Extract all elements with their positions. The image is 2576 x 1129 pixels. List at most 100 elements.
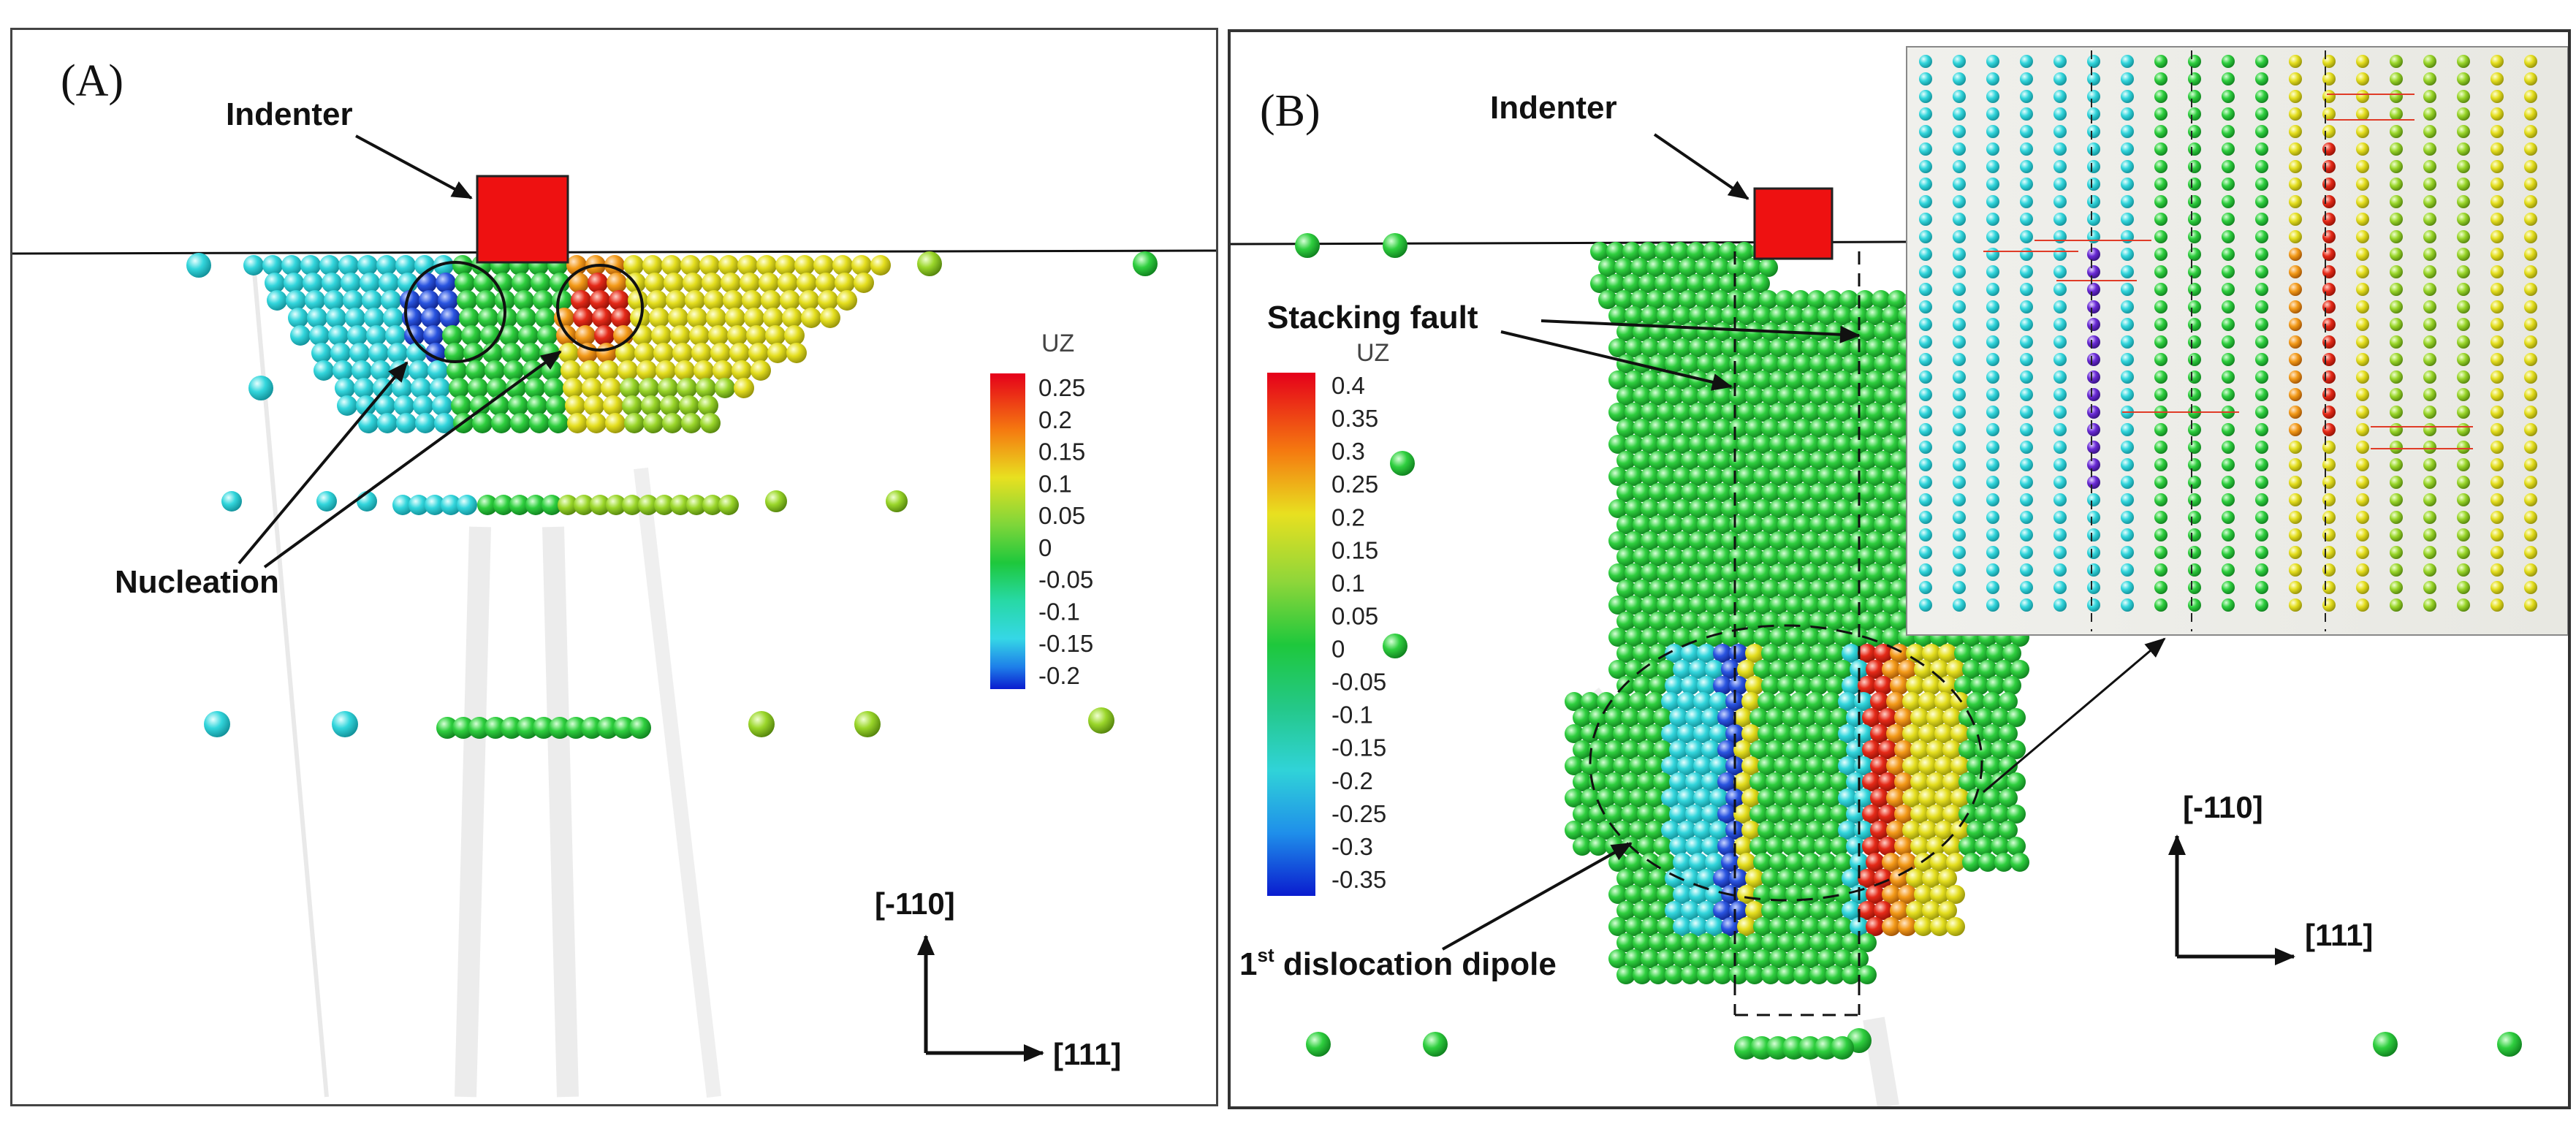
atom <box>613 717 635 739</box>
atom <box>1882 403 1901 422</box>
atom <box>1782 708 1801 727</box>
atom <box>2356 598 2369 612</box>
atom <box>820 308 840 328</box>
atom <box>2154 546 2167 559</box>
atom <box>1838 724 1857 743</box>
atom <box>2121 300 2134 313</box>
atom <box>1950 724 1969 743</box>
atom <box>1953 318 1966 331</box>
atom <box>2390 353 2403 366</box>
atom <box>2053 528 2067 541</box>
atom <box>1638 274 1657 293</box>
atom <box>1616 547 1635 566</box>
atom <box>506 378 526 398</box>
atom <box>1834 596 1853 615</box>
atom <box>1991 837 2010 856</box>
atom <box>1801 499 1820 518</box>
atom <box>727 325 748 346</box>
atom <box>737 255 758 275</box>
atom <box>763 308 783 328</box>
orientation-axes-a: [-110] [111] <box>875 886 1121 1071</box>
atom <box>2423 441 2436 454</box>
atom <box>1753 306 1772 325</box>
atom <box>702 273 722 293</box>
atom <box>2087 125 2100 138</box>
atom <box>2121 72 2134 85</box>
atom <box>2188 248 2201 261</box>
atom <box>2356 90 2369 103</box>
atom <box>2356 213 2369 226</box>
atom <box>1890 901 1909 920</box>
atom <box>1761 547 1780 566</box>
atom <box>305 290 325 311</box>
atom <box>2087 370 2100 384</box>
atom <box>1866 467 1885 486</box>
atom <box>1834 917 1853 936</box>
atom <box>1882 467 1901 486</box>
atom <box>1919 563 1932 577</box>
atom <box>917 251 942 276</box>
atom <box>1621 805 1640 824</box>
atom <box>338 255 359 275</box>
atom <box>2490 125 2504 138</box>
atom <box>221 491 242 512</box>
atom <box>1806 724 1825 743</box>
atom <box>1769 563 1788 582</box>
atom <box>1822 821 1841 840</box>
atom <box>1697 901 1716 920</box>
atom <box>1695 258 1714 277</box>
atom <box>2121 370 2134 384</box>
atom <box>531 273 551 293</box>
atom <box>2020 195 2033 208</box>
atom <box>533 290 553 311</box>
atom <box>1657 628 1676 647</box>
atom <box>1616 901 1635 920</box>
atom <box>1962 853 1981 872</box>
atom <box>748 711 775 737</box>
atom <box>2289 441 2302 454</box>
atom <box>2053 388 2067 401</box>
atom <box>1669 837 1688 856</box>
atom <box>2020 563 2033 577</box>
atom <box>1809 933 1828 952</box>
atom <box>452 255 473 275</box>
atom <box>1608 306 1627 325</box>
atom <box>2053 195 2067 208</box>
atom <box>708 325 729 346</box>
atom <box>1621 740 1640 759</box>
atom <box>1866 370 1885 389</box>
atom <box>1657 338 1676 357</box>
atom <box>672 343 693 363</box>
atom <box>715 378 735 398</box>
atom <box>1733 740 1752 759</box>
atom <box>1625 499 1644 518</box>
atom <box>1759 290 1778 309</box>
atom <box>438 290 458 311</box>
atom <box>1608 563 1627 582</box>
atom <box>2457 511 2470 524</box>
atom <box>1862 772 1881 791</box>
atom <box>1967 724 1986 743</box>
atom <box>1858 547 1877 566</box>
atom <box>1919 213 1932 226</box>
atom <box>1978 853 1997 872</box>
atom <box>1890 676 1909 695</box>
atom <box>1633 933 1652 952</box>
atom <box>2423 335 2436 349</box>
atom <box>1745 933 1764 952</box>
atom <box>2524 265 2537 278</box>
atom <box>2423 563 2436 577</box>
colorbar-tick-label: -0.35 <box>1331 866 1386 893</box>
atom <box>2053 107 2067 121</box>
atom <box>1809 483 1828 502</box>
atom <box>1745 387 1764 406</box>
atom <box>1727 258 1746 277</box>
atom <box>1817 853 1836 872</box>
atom <box>1709 724 1728 743</box>
atom <box>1866 596 1885 615</box>
atom <box>1625 596 1644 615</box>
atom <box>2053 546 2067 559</box>
atom <box>2188 370 2201 384</box>
atom <box>1681 676 1700 695</box>
dislocation-label-suffix: dislocation dipole <box>1274 946 1557 982</box>
